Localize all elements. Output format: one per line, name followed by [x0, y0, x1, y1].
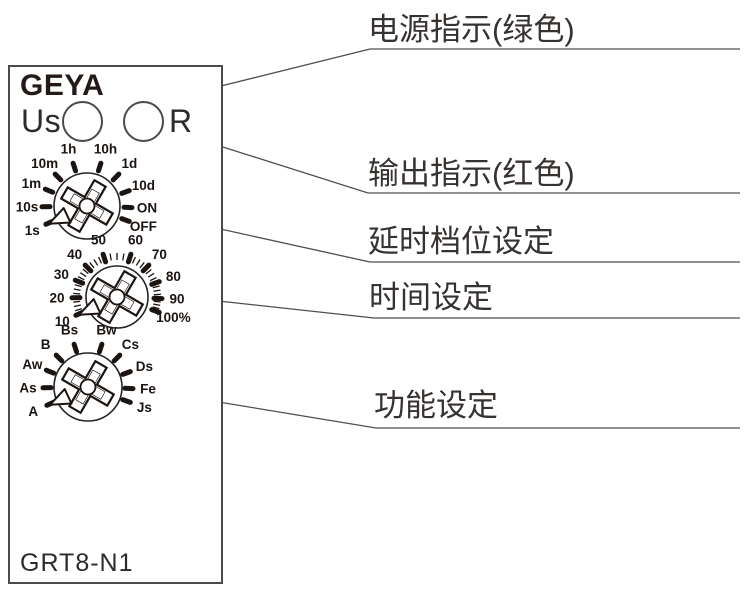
- geya-logo: GEYA: [20, 70, 104, 100]
- annotation-output-indicator: 输出指示(红色): [368, 156, 575, 191]
- model-number: GRT8-N1: [20, 549, 134, 577]
- geya-logo-text: GEYA: [20, 70, 104, 100]
- annotation-function-setting: 功能设定: [374, 388, 498, 423]
- output-led-circle: [123, 101, 164, 142]
- device-panel: [8, 65, 223, 584]
- annotation-delay-range-setting: 延时档位设定: [368, 224, 554, 259]
- annotation-power-indicator: 电源指示(绿色): [368, 12, 575, 47]
- power-led-circle: [62, 101, 103, 142]
- reset-led-label: R: [169, 103, 193, 139]
- power-led-label: Us: [21, 103, 62, 139]
- annotation-time-setting: 时间设定: [369, 280, 493, 315]
